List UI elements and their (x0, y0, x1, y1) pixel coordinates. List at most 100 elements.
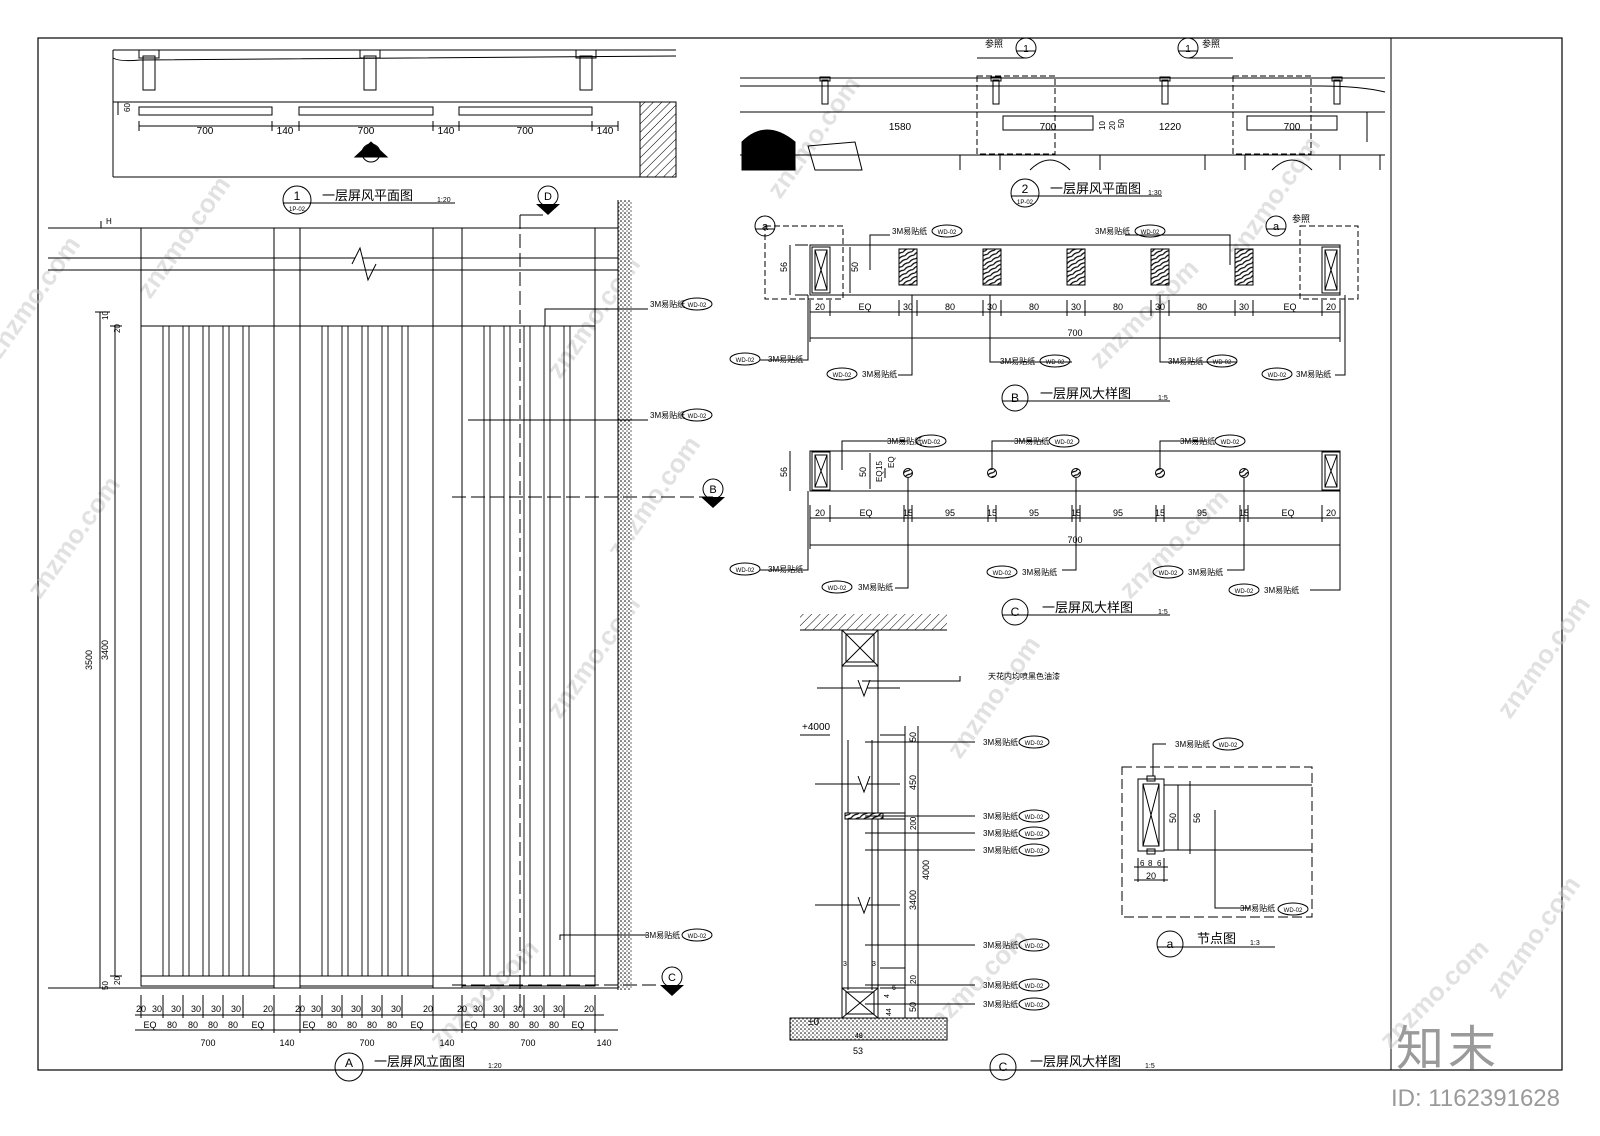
elev-b-30a: 30 (152, 1004, 162, 1014)
node-dim-50: 50 (1168, 813, 1178, 823)
detailb-dim-50: 50 (850, 262, 860, 272)
elev-b-20a: 20 (136, 1004, 146, 1014)
node-film-2: 3M易贴纸 (1240, 903, 1275, 913)
elev-b-80d: 80 (228, 1020, 238, 1030)
detailb-d-30a: 30 (903, 302, 913, 312)
elev-b-30c: 30 (191, 1004, 201, 1014)
detailc1-d-15c: 15 (1071, 508, 1081, 518)
watermark-12: znzmo.com (1113, 483, 1234, 604)
node-texts: 50 56 6 8 6 20 3M易贴纸 WD-02 3M易贴纸 WD-02 (1140, 737, 1309, 916)
image-id-label: ID: 1162391628 (1390, 1085, 1560, 1112)
node-tag: a (1167, 937, 1174, 951)
plan1-clamps (138, 49, 597, 91)
detailb-film-2: 3M易贴纸 (1095, 226, 1130, 236)
plan2-dim-10a: 10 (1098, 121, 1107, 130)
elev-b2-20a: 20 (295, 1004, 305, 1014)
detailc1-dim-50: 50 (858, 467, 868, 477)
detailb-ref-text: 参照 (1292, 213, 1310, 224)
plan2-dim-texts: 1580 700 1220 700 10 20 50 1 1 参照 参照 (889, 38, 1301, 133)
plan2-scale: 1:30 (1148, 190, 1162, 197)
detailc1-title-text: 一层屏风大样图 (1042, 600, 1133, 615)
detailb-title-text: 一层屏风大样图 (1040, 386, 1131, 401)
detailb-d-30b: 30 (987, 302, 997, 312)
detailc1-film-8: 3M易贴纸 (1264, 585, 1299, 595)
detailb-d-30c: 30 (1071, 302, 1081, 312)
detailc2-code-2: WD-02 (1025, 815, 1044, 821)
node-dim-6b: 6 (1157, 859, 1162, 868)
detailc2-code-1: WD-02 (1025, 741, 1044, 747)
elev-b3-30c: 30 (513, 1004, 523, 1014)
elev-b-700a: 700 (200, 1038, 215, 1048)
detailb-d-80b: 80 (1029, 302, 1039, 312)
elev-code-3: WD-02 (688, 934, 707, 940)
elev-b2-eq-b: EQ (410, 1020, 423, 1030)
watermark-3: znzmo.com (20, 470, 126, 603)
detail-c2-texts: 天花内均喷黑色油漆 +4000 ±0 50 450 200 3400 20 50… (802, 671, 1060, 1056)
watermark-1: znzmo.com (0, 230, 86, 363)
detail-c1-texts: 56 50 EQ 15 EQ 20 EQ 15 95 15 95 15 95 1… (729, 434, 1336, 597)
detail-c2-title: C 一层屏风大样图 1:5 (989, 1053, 1160, 1081)
detailb-d-20b: 20 (1326, 302, 1336, 312)
detailb-tag: B (1011, 391, 1019, 405)
elevation-a (48, 200, 720, 1031)
detailb-code-3: WD-02 (736, 358, 755, 364)
elev-film-3: 3M易贴纸 (645, 930, 680, 940)
detail-c1-title: C 一层屏风大样图 1:5 (1001, 598, 1170, 626)
plan2-number: 2 (1022, 182, 1029, 196)
plan2-ref-1-right: 1 (1185, 44, 1191, 55)
elev-b2-80a: 80 (327, 1020, 337, 1030)
detailc2-tag: C (999, 1060, 1008, 1074)
detailc1-dim-eq1: EQ (875, 470, 884, 482)
elev-b3-30e: 30 (553, 1004, 563, 1014)
elev-b-eq-b: EQ (251, 1020, 264, 1030)
detailc2-dim-4: 4 (884, 994, 891, 998)
elev-b3-eq-b: EQ (571, 1020, 584, 1030)
elev-dim-50: 50 (101, 981, 110, 990)
elev-b-700b: 700 (359, 1038, 374, 1048)
elev-film-1: 3M易贴纸 (650, 299, 685, 309)
elev-b-30b: 30 (171, 1004, 181, 1014)
detailc2-level-top: +4000 (802, 722, 831, 733)
elev-b-700c: 700 (520, 1038, 535, 1048)
detailb-d-80d: 80 (1197, 302, 1207, 312)
elev-b2-30d: 30 (371, 1004, 381, 1014)
detailb-dim-56: 56 (779, 262, 789, 272)
detailc2-film-5: 3M易贴纸 (983, 940, 1018, 950)
elev-b2-80d: 80 (387, 1020, 397, 1030)
elev-b-80c: 80 (208, 1020, 218, 1030)
elev-b3-80b: 80 (509, 1020, 519, 1030)
detailc2-film-4: 3M易贴纸 (983, 845, 1018, 855)
elev-b-30e: 30 (231, 1004, 241, 1014)
detailb-ref-a-left: a (762, 221, 769, 233)
detailc2-scale: 1:5 (1145, 1063, 1155, 1070)
node-code-1: WD-02 (1219, 743, 1238, 749)
node-detail (1121, 743, 1313, 918)
detail-b-title: B 一层屏风大样图 1:5 (1001, 384, 1170, 412)
detailb-code-4: WD-02 (833, 373, 852, 379)
plan1-dim-140a: 140 (277, 126, 294, 137)
node-scale: 1:3 (1250, 940, 1260, 947)
detailc1-dim-15: 15 (875, 461, 884, 470)
plan1-number: 1 (294, 189, 301, 203)
elevation-dim-texts: 3500 3400 10 20 50 20 H 20 30 30 30 30 3… (84, 217, 612, 1048)
detailc2-level-bottom: ±0 (808, 1017, 819, 1028)
elev-b2-30e: 30 (391, 1004, 401, 1014)
detailc2-film-2: 3M易贴纸 (983, 811, 1018, 821)
plan2-dim-1220: 1220 (1159, 122, 1182, 133)
detailc2-title-text: 一层屏风大样图 (1030, 1054, 1121, 1069)
detailc1-d-15e: 15 (1239, 508, 1249, 518)
detailb-d-30d: 30 (1155, 302, 1165, 312)
elev-b3-80c: 80 (529, 1020, 539, 1030)
detail-b (754, 215, 1359, 376)
node-title-text: 节点图 (1197, 931, 1236, 946)
plan2-ref-left: 参照 (985, 38, 1003, 49)
detailc2-code-7: WD-02 (1025, 1003, 1044, 1009)
node-dim-8: 8 (1148, 859, 1153, 868)
detail-c2 (789, 614, 975, 1041)
detailb-film-5: 3M易贴纸 (1000, 356, 1035, 366)
elev-b2-80b: 80 (347, 1020, 357, 1030)
elevation-scale: 1:20 (488, 1063, 502, 1070)
detailc1-film-2: 3M易贴纸 (1014, 436, 1049, 446)
plan2-dim-20a: 20 (1108, 121, 1117, 130)
detailc2-dim-53: 53 (853, 1046, 863, 1056)
